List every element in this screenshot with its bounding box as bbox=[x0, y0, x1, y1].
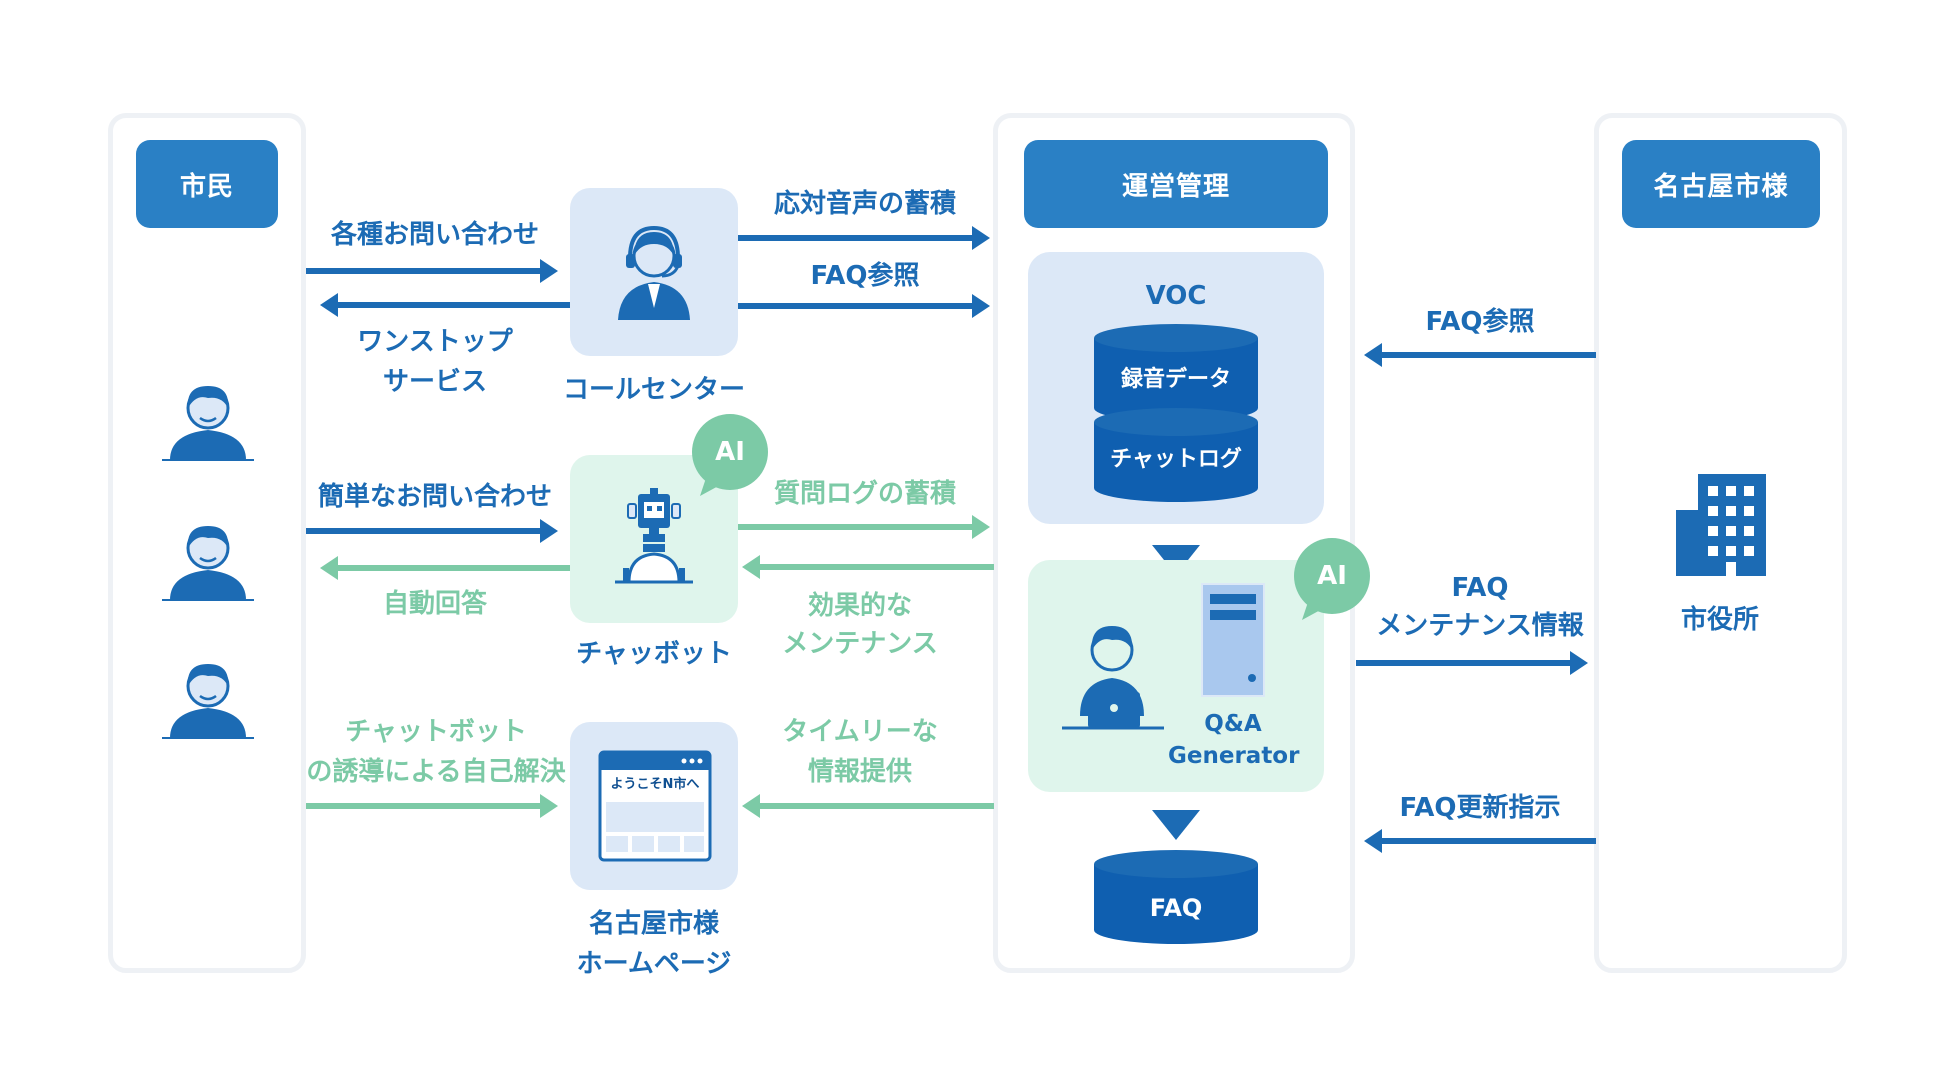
call-center-tile bbox=[570, 188, 738, 356]
faq-update-label: FAQ更新指示 bbox=[1399, 793, 1561, 823]
simple-inquiry-label: 簡単なお問い合わせ bbox=[317, 482, 552, 512]
citizen-user-icon bbox=[162, 664, 254, 739]
arrow-left-icon bbox=[1364, 343, 1596, 367]
generator-ai-badge: AI bbox=[1317, 561, 1347, 591]
question-log-label: 質問ログの蓄積 bbox=[773, 479, 956, 509]
building-icon bbox=[1676, 474, 1766, 576]
arrow-right-icon bbox=[1356, 651, 1588, 675]
effective-maintenance-label: 効果的な bbox=[807, 591, 912, 621]
database-icon bbox=[1094, 324, 1258, 502]
robot-icon bbox=[615, 488, 693, 584]
faq-database-icon bbox=[1094, 850, 1258, 944]
arrow-left-icon bbox=[742, 555, 994, 579]
one-stop-label: ワンストップ bbox=[357, 327, 513, 357]
chatbot-label: チャッボット bbox=[576, 639, 732, 669]
faq-db-label: FAQ bbox=[1149, 894, 1203, 922]
timely-info-label: タイムリーな bbox=[782, 717, 938, 747]
arrow-left-icon bbox=[320, 556, 572, 580]
homepage-label: 名古屋市様 bbox=[588, 909, 719, 939]
timely-info-label-2: 情報提供 bbox=[807, 757, 912, 787]
city-hall-label: 市役所 bbox=[1680, 605, 1759, 635]
arrow-left-icon bbox=[742, 794, 994, 818]
generator-label: Q&A bbox=[1204, 711, 1262, 737]
homepage-label-2: ホームページ bbox=[576, 949, 732, 979]
browser-window-icon bbox=[598, 750, 712, 862]
faq-maintenance-label: FAQ bbox=[1451, 573, 1509, 603]
auto-answer-label: 自動回答 bbox=[382, 589, 487, 619]
self-solve-label: チャットボット bbox=[345, 717, 527, 747]
down-triangle-icon bbox=[1152, 810, 1200, 840]
client-faq-ref-label: FAQ参照 bbox=[1425, 307, 1535, 337]
arrow-right-icon bbox=[306, 259, 558, 283]
arrow-left-icon bbox=[320, 293, 572, 317]
operations-header: 運営管理 bbox=[1024, 140, 1328, 228]
generator-panel bbox=[1028, 560, 1324, 792]
faq-ref-label: FAQ参照 bbox=[810, 261, 920, 291]
citizen-user-icon bbox=[162, 386, 254, 461]
citizen-user-icon bbox=[162, 526, 254, 601]
client-header: 名古屋市様 bbox=[1622, 140, 1820, 228]
ai-badge-icon bbox=[692, 414, 768, 496]
voice-accumulation-label: 応対音声の蓄積 bbox=[773, 189, 956, 219]
arrow-right-icon bbox=[738, 226, 990, 250]
inquiry-label: 各種お問い合わせ bbox=[330, 220, 539, 250]
faq-maintenance-label-2: メンテナンス情報 bbox=[1376, 611, 1584, 641]
arrow-right-icon bbox=[306, 519, 558, 543]
arrow-right-icon bbox=[738, 515, 990, 539]
call-center-label: コールセンター bbox=[562, 375, 745, 405]
arrow-right-icon bbox=[738, 294, 990, 318]
ai-badge-icon bbox=[1294, 538, 1370, 620]
server-icon bbox=[1201, 583, 1265, 697]
generator-label-2: Generator bbox=[1168, 743, 1300, 769]
arrow-right-icon bbox=[306, 794, 558, 818]
worker-at-laptop-icon bbox=[1062, 626, 1164, 730]
citizen-header: 市民 bbox=[136, 140, 278, 228]
db-recording-label: 録音データ bbox=[1120, 367, 1231, 392]
arrow-left-icon bbox=[1364, 829, 1596, 853]
effective-maintenance-label-2: メンテナンス bbox=[782, 629, 938, 659]
voc-title: VOC bbox=[1145, 281, 1207, 311]
db-chatlog-label: チャットログ bbox=[1110, 447, 1242, 472]
homepage-screen-text: ようこそN市へ bbox=[610, 777, 700, 792]
self-solve-label-2: の誘導による自己解決 bbox=[306, 757, 566, 787]
operator-icon bbox=[618, 225, 690, 320]
one-stop-label-2: サービス bbox=[382, 367, 487, 397]
chatbot-ai-badge: AI bbox=[715, 437, 745, 467]
